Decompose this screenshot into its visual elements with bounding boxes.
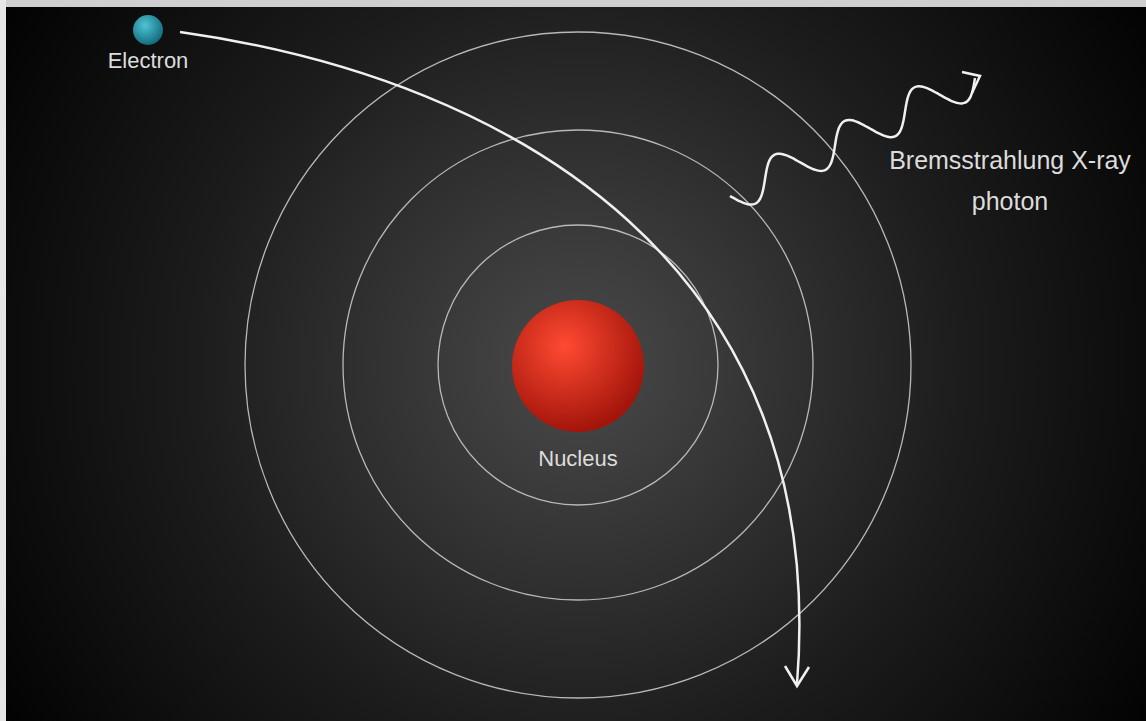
arrowhead: [785, 666, 809, 686]
electron-trajectory: [180, 32, 799, 684]
nucleus-shape: [498, 296, 658, 472]
frame-edge: [0, 0, 1146, 7]
node-label: Electron: [98, 48, 198, 74]
node-label: Nucleus: [498, 446, 658, 472]
photon-wave: [730, 78, 975, 205]
frame-edge: [0, 0, 6, 721]
nucleus-fill: [512, 300, 644, 432]
electron-particle: Electron: [98, 12, 198, 74]
electron-shell: [438, 225, 718, 505]
nucleus-circle: Nucleus: [498, 296, 658, 472]
arrowhead: [962, 72, 980, 93]
electron-shell: [245, 32, 911, 698]
electron-shell: [343, 130, 813, 600]
electron-fill: [133, 15, 163, 45]
photon-label: Bremsstrahlung X-ray photon: [885, 140, 1135, 223]
